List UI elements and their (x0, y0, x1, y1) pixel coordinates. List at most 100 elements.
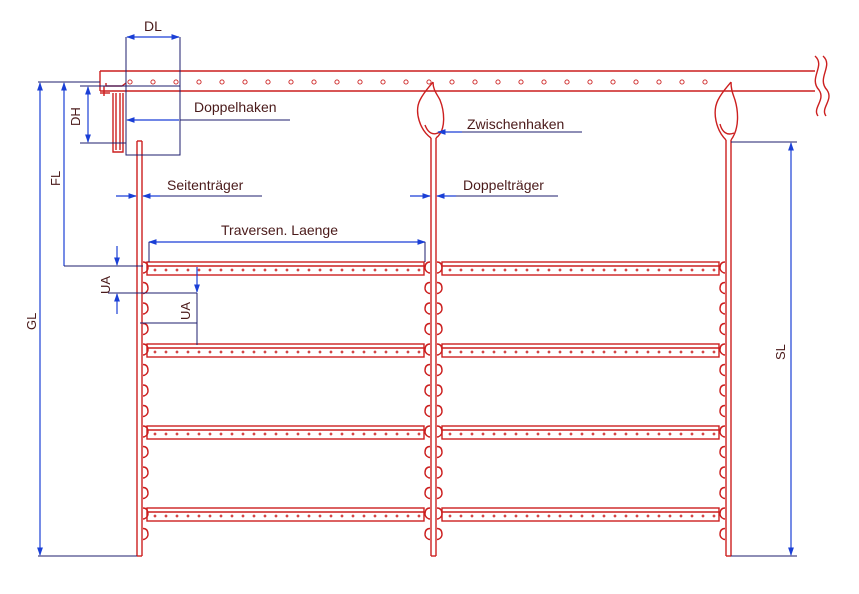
traverse-hole (613, 432, 617, 436)
traversen-laenge-label: Traversen. Laenge (221, 222, 338, 238)
traverse-hole (525, 432, 529, 436)
traverse-hole (602, 350, 606, 354)
upright-hook (142, 302, 149, 315)
traverse-hole (646, 268, 650, 272)
dimension-lines (37, 34, 797, 557)
traverse-beam (441, 507, 720, 522)
rail-hole (334, 79, 340, 85)
traverse-hole (492, 268, 496, 272)
traverse-hole (547, 268, 551, 272)
traverse-hole (459, 268, 463, 272)
traverse-hole (263, 350, 267, 354)
traverse-hole (448, 350, 452, 354)
traverse-hole (602, 268, 606, 272)
traverse-hole (690, 350, 694, 354)
traverse-hole (591, 268, 595, 272)
upright-hook (719, 486, 726, 500)
traverse-beam (146, 343, 425, 358)
traverse-hole (470, 268, 474, 272)
traverse-hole (701, 432, 705, 436)
break-line-1 (814, 55, 822, 117)
traverse-hole (197, 268, 201, 272)
traverse-hole (395, 432, 399, 436)
traverse-hole (481, 350, 485, 354)
traverse-hole (318, 514, 322, 518)
traverse-hole (208, 514, 212, 518)
traverse-hole (373, 350, 377, 354)
rail-hole (656, 79, 662, 85)
traverse-hole (569, 514, 573, 518)
seitentraeger-label: Seitenträger (167, 177, 244, 193)
rail-hole (311, 79, 317, 85)
upright-hook (424, 343, 431, 356)
upright-hook (142, 261, 149, 274)
traverse-hole (481, 432, 485, 436)
upright-hook (424, 281, 431, 295)
traverse-hole (395, 514, 399, 518)
traverse-hole (701, 350, 705, 354)
traverse-hole (417, 268, 421, 272)
rail-hole (495, 79, 501, 85)
traverse-hole (580, 514, 584, 518)
traverse-hole (536, 432, 540, 436)
traverse-hole (448, 268, 452, 272)
traverse-hole (307, 350, 311, 354)
traverse-hole (252, 268, 256, 272)
traverse-beam (441, 261, 720, 276)
intermediate-hook (416, 81, 434, 139)
double-upright (416, 81, 445, 557)
upright-hook (436, 322, 443, 336)
traverse-hole (164, 268, 168, 272)
traverse-hole (197, 432, 201, 436)
traverse-hole (547, 514, 551, 518)
traverses (146, 261, 720, 522)
top-rail (99, 55, 830, 117)
traverse-hole (274, 350, 278, 354)
traverse-hole (690, 268, 694, 272)
traverse-hole (241, 268, 245, 272)
side-upright (136, 140, 143, 557)
upright-hook (719, 445, 726, 459)
traverse-hole (263, 268, 267, 272)
traverse-hole (296, 514, 300, 518)
fl-label: FL (48, 171, 63, 186)
upright-hook (142, 425, 149, 438)
traverse-beam (441, 343, 720, 358)
upright-hook (436, 343, 443, 356)
traverse-hole (263, 514, 267, 518)
traverse-hole (241, 514, 245, 518)
upright-hook (436, 445, 443, 459)
traverse-hole (668, 350, 672, 354)
traverse-hole (481, 514, 485, 518)
traverse-hole (362, 350, 366, 354)
traverse-hole (351, 432, 355, 436)
rail-hole (633, 79, 639, 85)
rail-hole (518, 79, 524, 85)
upright-hook (719, 281, 726, 295)
traverse-hole (646, 432, 650, 436)
traverse-hole (318, 268, 322, 272)
traverse-hole (230, 432, 234, 436)
traverse-hole (208, 350, 212, 354)
rail-hole (219, 79, 225, 85)
traverse-hole (481, 268, 485, 272)
upright-hook (424, 302, 431, 315)
traverse-hole (624, 432, 628, 436)
upright-hook (424, 404, 431, 418)
rail-hole (288, 79, 294, 85)
upright-hook (424, 261, 431, 274)
upright-hook (142, 466, 149, 479)
traverse-hole (679, 268, 683, 272)
traverse-hole (406, 514, 410, 518)
traverse-hole (657, 514, 661, 518)
upright-hook (436, 507, 443, 520)
upright-hook (436, 281, 443, 295)
upright-hook (424, 445, 431, 459)
dl-label: DL (144, 18, 162, 34)
upright-hook (142, 343, 149, 356)
rail-hole (541, 79, 547, 85)
double-hook (100, 82, 127, 153)
traverse-hole (635, 432, 639, 436)
traverse-hole (241, 350, 245, 354)
